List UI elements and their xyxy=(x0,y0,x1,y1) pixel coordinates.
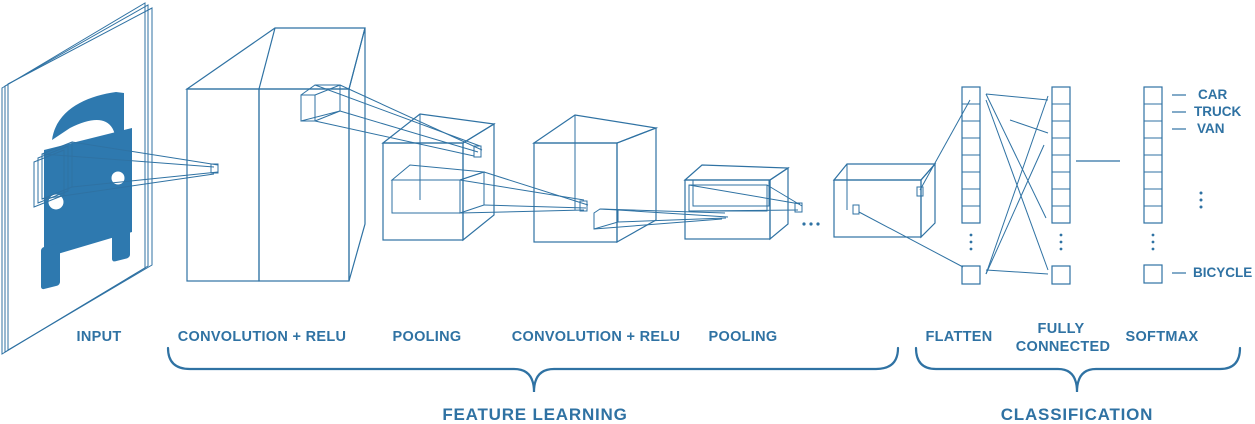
stage-label-conv1: CONVOLUTION + RELU xyxy=(178,329,347,345)
class-label-truck: TRUCK xyxy=(1194,104,1241,119)
car-icon xyxy=(41,92,132,290)
stage-label-fully-connected-line1: FULLY xyxy=(1038,321,1085,337)
stage-label-fully-connected-line2: CONNECTED xyxy=(1016,339,1111,355)
stage-label-pool1: POOLING xyxy=(393,329,462,345)
class-label-bicycle: BICYCLE xyxy=(1193,265,1252,280)
group-label-feature-learning: FEATURE LEARNING xyxy=(442,405,627,424)
input-receptive-field xyxy=(33,141,219,208)
group-label-classification: CLASSIFICATION xyxy=(1001,405,1154,424)
pool2-feature-map xyxy=(683,164,803,241)
final-feature-map xyxy=(832,99,971,268)
class-label-car: CAR xyxy=(1198,87,1227,102)
stage-label-conv2: CONVOLUTION + RELU xyxy=(512,329,681,345)
input-image xyxy=(1,2,153,355)
conv2-feature-map xyxy=(532,114,729,244)
class-label-ticks xyxy=(1172,94,1203,274)
stage-label-softmax: SOFTMAX xyxy=(1126,329,1199,345)
dense-connections xyxy=(985,93,1049,275)
stage-label-flatten: FLATTEN xyxy=(925,329,992,345)
classification-brace xyxy=(914,346,1242,393)
fully-connected-layer xyxy=(1051,86,1071,285)
flatten-layer xyxy=(961,86,981,285)
softmax-layer xyxy=(1143,86,1163,284)
feature-learning-brace xyxy=(166,346,900,393)
stage-label-pool2: POOLING xyxy=(709,329,778,345)
pool1-feature-map xyxy=(381,113,589,242)
conv1-feature-map xyxy=(185,27,366,282)
stage-label-input: INPUT xyxy=(77,329,122,345)
ellipsis-dots xyxy=(802,222,820,226)
class-label-van: VAN xyxy=(1197,121,1225,136)
conv1-receptive-field xyxy=(300,84,483,157)
